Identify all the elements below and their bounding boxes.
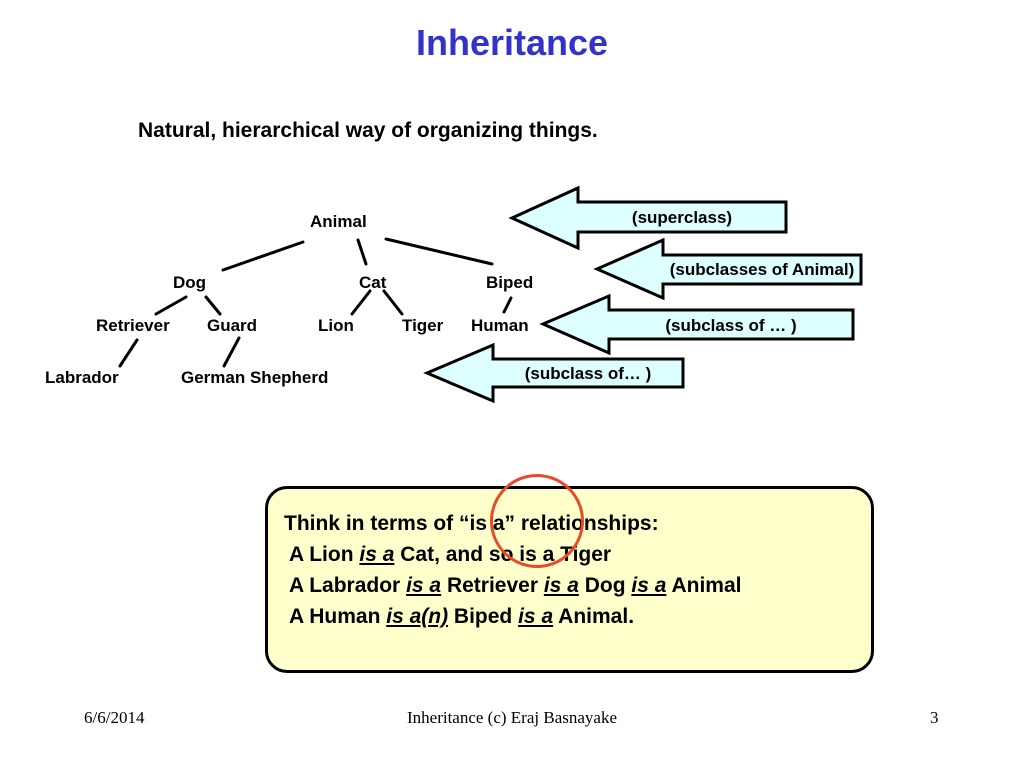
- connector-guard-germanshepherd: [222, 336, 241, 368]
- is-a-relation: is a: [543, 574, 579, 597]
- connector-retriever-labrador: [118, 338, 139, 368]
- info-text: Biped: [448, 605, 519, 628]
- info-text: A Lion: [289, 543, 360, 566]
- arrow-label-subclass-of-2: (subclass of… ): [524, 364, 652, 383]
- node-guard: Guard: [207, 316, 258, 335]
- info-text: A Human: [289, 605, 387, 628]
- slide-subtitle: Natural, hierarchical way of organizing …: [138, 119, 598, 142]
- node-biped: Biped: [486, 273, 534, 292]
- connector-animal-biped: [384, 237, 494, 266]
- footer-center-text: Inheritance (c) Eraj Basnayake: [406, 708, 618, 727]
- is-a-relation: is a: [631, 574, 667, 597]
- info-text: A Labrador: [289, 574, 407, 597]
- connector-dog-guard: [204, 295, 222, 316]
- node-retriever: Retriever: [96, 316, 170, 335]
- node-human: Human: [471, 316, 529, 335]
- footer-date: 6/6/2014: [84, 708, 145, 727]
- arrow-label-superclass: (superclass): [631, 208, 733, 227]
- info-line-human: A Human is a(n) Biped is a Animal.: [289, 605, 634, 629]
- is-a-relation: is a: [359, 543, 395, 566]
- arrow-superclass-shape: [508, 185, 788, 251]
- node-lion: Lion: [318, 316, 354, 335]
- is-a-relation: is a: [518, 605, 554, 628]
- is-a-relation: is a: [406, 574, 442, 597]
- node-animal: Animal: [310, 212, 367, 231]
- node-dog: Dog: [173, 273, 207, 292]
- arrow-label-subclasses-of-animal: (subclasses of Animal): [669, 260, 855, 279]
- connector-animal-cat: [356, 238, 368, 266]
- slide-title: Inheritance: [415, 22, 609, 63]
- arrow-subclass-of-2-shape: [423, 342, 685, 404]
- node-german-shepherd: German Shepherd: [181, 368, 329, 387]
- info-text: Retriever: [441, 574, 544, 597]
- arrow-subclasses-shape: [593, 237, 863, 301]
- arrow-subclass-of-1-shape: [539, 293, 855, 356]
- node-cat: Cat: [359, 273, 387, 292]
- connector-cat-lion: [350, 289, 372, 316]
- highlight-circle: [490, 474, 584, 568]
- connector-animal-dog: [221, 240, 305, 272]
- footer-page-number: 3: [930, 708, 939, 727]
- node-labrador: Labrador: [45, 368, 119, 387]
- info-line-intro: Think in terms of “is a” relationships:: [284, 512, 659, 535]
- info-line-labrador: A Labrador is a Retriever is a Dog is a …: [289, 574, 741, 598]
- info-text: Animal: [666, 574, 742, 597]
- arrow-label-subclass-of-1: (subclass of … ): [665, 316, 797, 335]
- node-tiger: Tiger: [402, 316, 444, 335]
- connector-dog-retriever: [154, 295, 188, 316]
- connector-biped-human: [502, 296, 513, 314]
- is-a-relation: is a(n): [386, 605, 449, 628]
- connector-cat-tiger: [382, 289, 404, 316]
- info-text: Dog: [578, 574, 632, 597]
- info-text: Animal.: [553, 605, 635, 628]
